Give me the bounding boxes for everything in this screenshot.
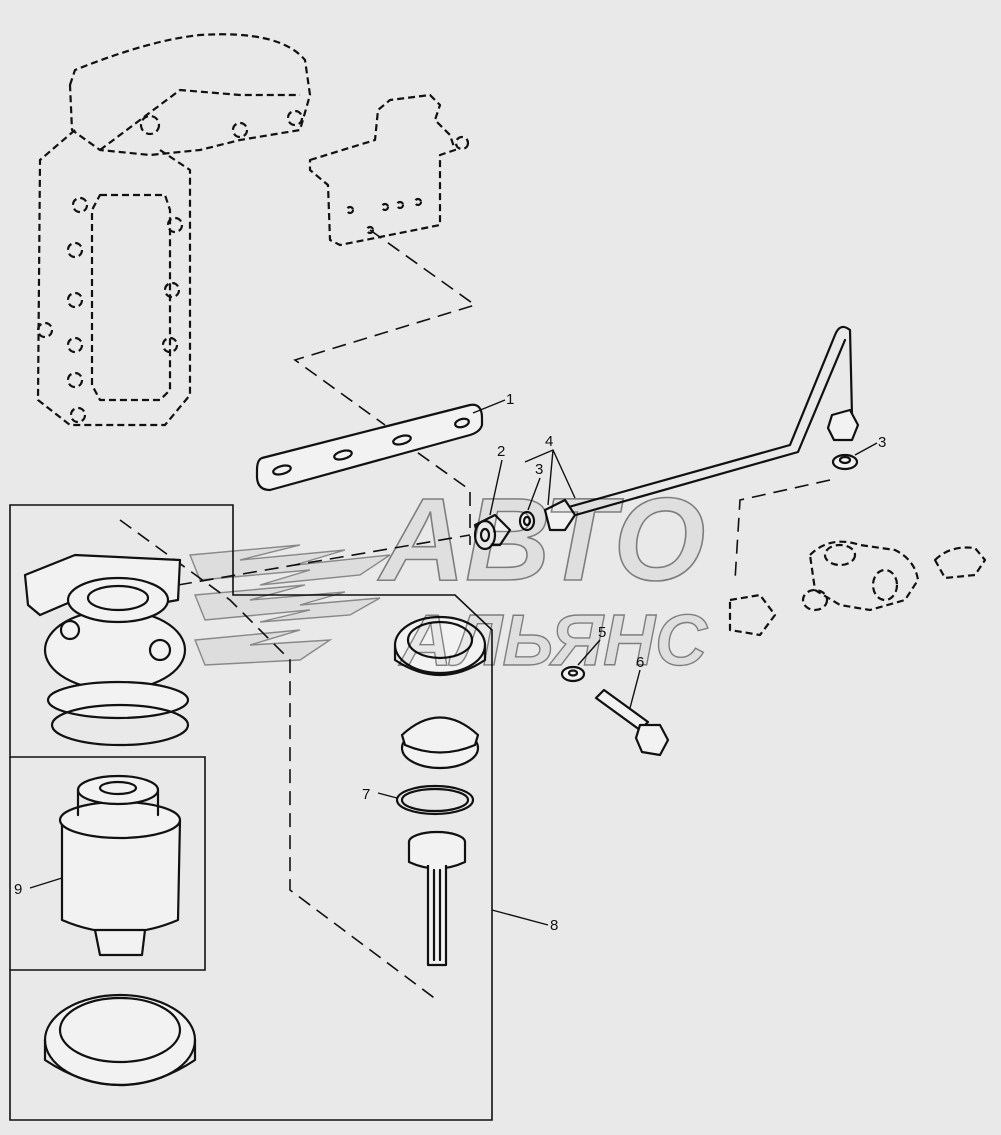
watermark-logo: АВТО АЛЬЯНС [189,473,709,682]
callout-5: 5 [598,624,606,641]
leader-8 [491,909,549,926]
assembly-line-head [119,519,438,1001]
filter-head [23,553,190,747]
assembly-line-bracket [293,229,477,426]
sensor-cap [400,716,480,770]
filter-assembly-box [9,504,493,1121]
watermark-line-1: АВТО [377,474,705,606]
watermark-line-2: АЛЬЯНС [398,601,708,681]
callout-3b: 3 [878,434,886,451]
leader-1 [472,399,506,414]
assembly-line-pipe [734,479,831,581]
callout-8: 8 [550,917,558,934]
part-5-washer [560,665,586,683]
part-2-fitting [473,513,512,551]
part-6-bolt [594,688,670,757]
callout-6: 6 [636,654,644,671]
leader-3a [527,477,541,511]
engine-housing-ghost [36,33,312,427]
injection-pump-ghost [728,540,987,637]
callout-7: 7 [362,786,370,803]
leader-2 [489,459,503,516]
leader-7 [377,792,398,799]
leader-4 [524,449,576,506]
callout-4: 4 [545,433,553,450]
callout-1: 1 [506,391,514,408]
mounting-bracket-ghost [308,93,470,247]
part-7-o-ring [395,784,475,816]
callout-9: 9 [14,881,22,898]
callout-2: 2 [497,443,505,460]
leader-3b [854,442,878,456]
water-sensor-probe [407,830,467,967]
leader-6 [629,669,641,709]
bowl-ring [43,993,197,1087]
part-4-fuel-pipe [543,325,860,532]
leader-5 [577,639,601,666]
part-3-washer-a [518,510,536,532]
part-3-washer-b [831,453,859,471]
assembly-line-fitting [177,534,471,586]
part-9-filter-cartridge [58,774,182,957]
ring-nut [393,615,487,676]
callout-3a: 3 [535,461,543,478]
assembly-line-strap [399,439,471,545]
leader-9 [29,877,63,889]
